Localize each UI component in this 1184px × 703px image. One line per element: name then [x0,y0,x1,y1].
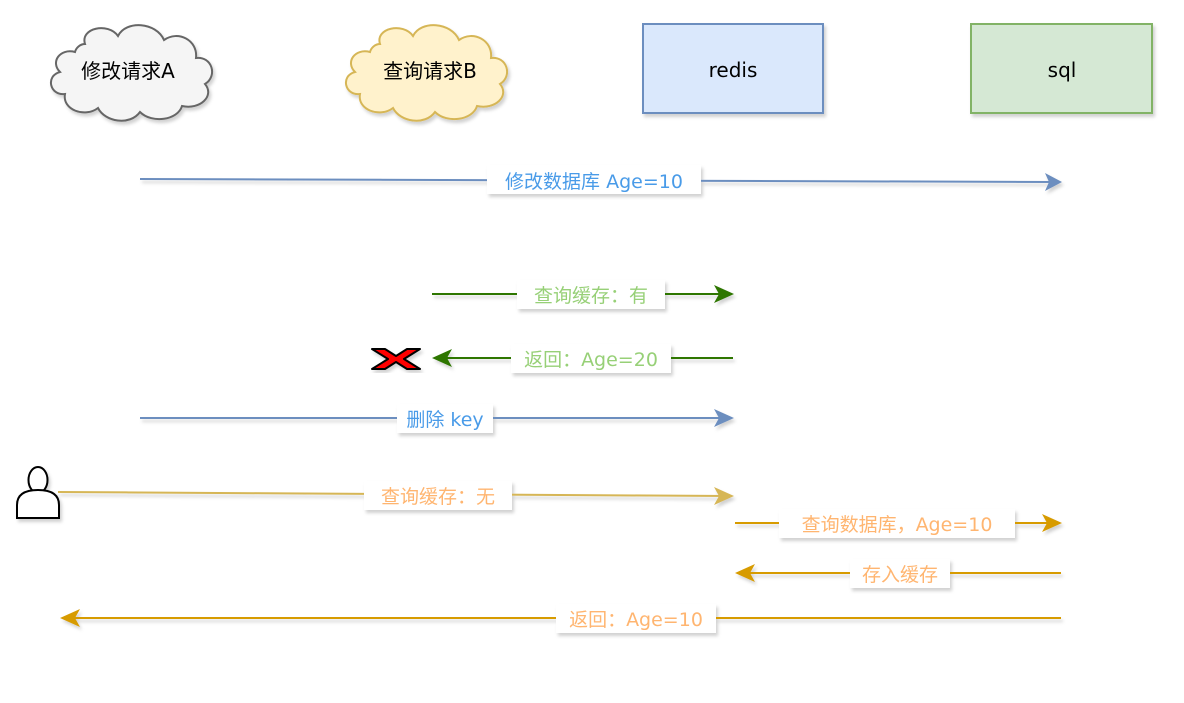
message-label: 删除 key [406,409,483,431]
message-label: 修改数据库 Age=10 [505,171,683,193]
participant-redis-label: redis [709,58,758,82]
cloud-shape [50,24,214,122]
message-label: 返回：Age=20 [524,349,658,371]
red-x-icon [371,348,421,370]
messages: 修改数据库 Age=10 查询缓存：有 返回：Age=20 删除 key [57,165,1062,633]
message-m5[interactable]: 查询缓存：无 [57,481,734,510]
message-m8[interactable]: 返回：Age=10 [60,604,1061,633]
message-label: 查询缓存：有 [534,285,648,307]
message-label: 查询数据库，Age=10 [802,514,993,536]
message-m4[interactable]: 删除 key [140,404,734,433]
message-label: 存入缓存 [862,564,938,586]
participant-redis[interactable]: redis [642,23,824,114]
message-label: 返回：Age=10 [569,609,703,631]
participant-a[interactable]: 修改请求A [50,24,214,122]
cloud-shape [345,24,509,122]
message-m6[interactable]: 查询数据库，Age=10 [735,509,1062,538]
participant-sql-label: sql [1048,58,1077,82]
user-icon[interactable] [16,466,60,519]
message-m3[interactable]: 返回：Age=20 [432,344,733,373]
participant-b-label: 查询请求B [383,59,477,83]
participant-a-label: 修改请求A [81,59,175,83]
participant-b[interactable]: 查询请求B [345,24,509,122]
lifelines [126,114,1074,691]
message-m2[interactable]: 查询缓存：有 [432,280,734,309]
participant-sql[interactable]: sql [970,23,1153,114]
message-label: 查询缓存：无 [381,486,495,508]
message-m1[interactable]: 修改数据库 Age=10 [139,165,1062,194]
message-m7[interactable]: 存入缓存 [735,559,1061,588]
